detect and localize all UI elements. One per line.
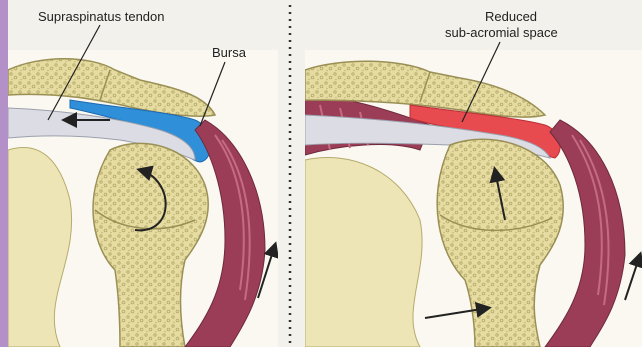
- label-bursa: Bursa: [212, 45, 247, 60]
- right-panel-impinged-shoulder: [305, 50, 642, 347]
- label-sub-acromial-space: sub-acromial space: [445, 25, 558, 40]
- left-panel-normal-shoulder: [8, 50, 278, 347]
- label-supraspinatus-tendon: Supraspinatus tendon: [38, 9, 164, 24]
- label-reduced: Reduced: [485, 9, 537, 24]
- purple-edge-strip: [0, 0, 8, 347]
